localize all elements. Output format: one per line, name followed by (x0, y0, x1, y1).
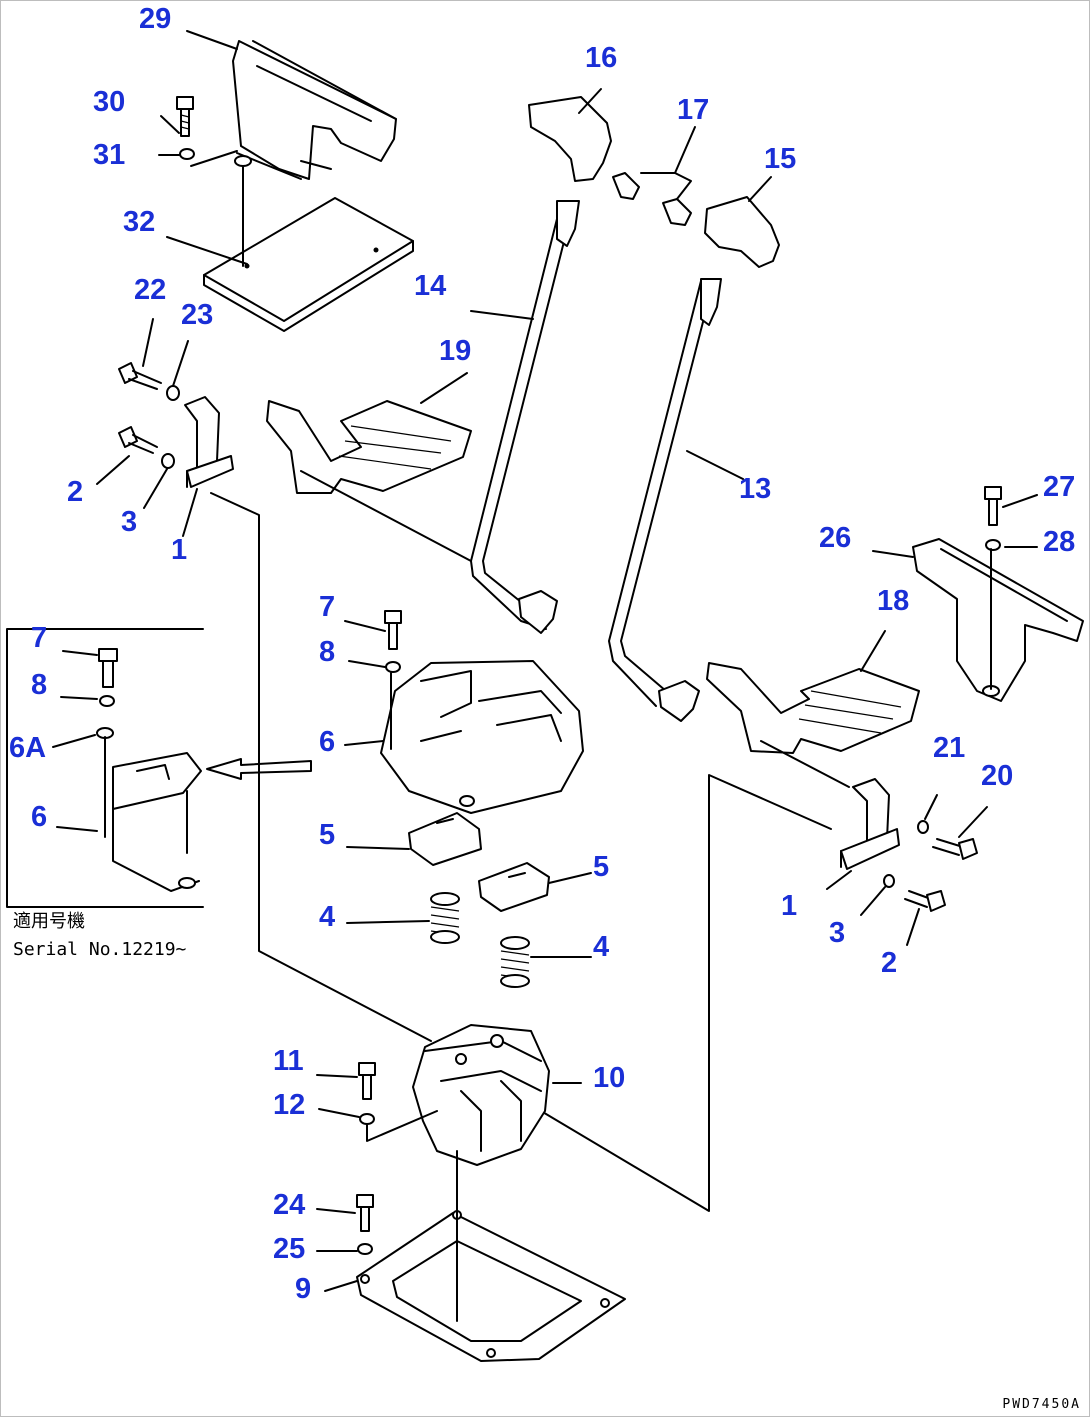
bolts-17 (612, 126, 696, 226)
bolt-22 (118, 362, 162, 390)
callout-18: 18 (877, 585, 910, 617)
callout-32: 32 (123, 206, 156, 238)
callout-4-left: 4 (319, 901, 336, 933)
pilot-valve-10 (412, 1024, 550, 1166)
callout-30: 30 (93, 86, 126, 118)
callout-4-right: 4 (593, 931, 610, 963)
callout-10: 10 (593, 1062, 626, 1094)
callout-8: 8 (319, 636, 336, 668)
knob-16 (528, 88, 612, 182)
callout-13: 13 (739, 473, 772, 505)
pedal-cover-right (912, 538, 1084, 702)
callout-31: 31 (93, 139, 126, 171)
callout-2-left: 2 (67, 476, 84, 508)
pedal-cover-left (232, 40, 397, 180)
inset-callout-6: 6 (31, 801, 48, 833)
pedal-bracket-1-left (184, 396, 234, 488)
bolt-11 (358, 1062, 376, 1100)
callout-9: 9 (295, 1273, 312, 1305)
callout-26: 26 (819, 522, 852, 554)
inset-bolt-7 (98, 648, 118, 688)
callout-7: 7 (319, 591, 336, 623)
callout-12: 12 (273, 1089, 306, 1121)
drawing-code: PWD7450A (1002, 1397, 1081, 1412)
inset-callout-6A: 6A (9, 732, 47, 764)
callout-5-right: 5 (593, 851, 610, 883)
base-plate-9 (356, 1210, 626, 1362)
spring-4-right (500, 936, 530, 988)
bolt-30 (176, 96, 194, 137)
pedal-19 (266, 372, 472, 494)
bolt-20 (932, 838, 978, 860)
callout-24: 24 (273, 1189, 306, 1221)
callout-14: 14 (414, 270, 447, 302)
callout-19: 19 (439, 335, 472, 367)
lever-13 (608, 278, 744, 722)
callout-6: 6 (319, 726, 336, 758)
inset-note-serial-applicability: 適用号機 (13, 911, 85, 932)
pedal-18 (706, 630, 920, 754)
callout-1-right: 1 (781, 890, 798, 922)
callout-29: 29 (139, 3, 172, 35)
lever-14 (470, 200, 580, 634)
callout-1-left: 1 (171, 534, 188, 566)
spring-seat-5-left (408, 812, 482, 866)
pedal-bracket-1-right (840, 778, 900, 870)
callout-25: 25 (273, 1233, 306, 1265)
inset-box (6, 628, 204, 908)
bolt-2-left (118, 426, 158, 454)
callout-5-left: 5 (319, 819, 336, 851)
bolt-7 (384, 610, 402, 650)
bolt-24 (356, 1194, 374, 1232)
inset-callout-7: 7 (31, 622, 48, 654)
callout-23: 23 (181, 299, 214, 331)
callout-11: 11 (273, 1045, 304, 1077)
bolt-2-right (904, 890, 946, 912)
callout-28: 28 (1043, 526, 1076, 558)
callout-20: 20 (981, 760, 1014, 792)
callout-21: 21 (933, 732, 966, 764)
callout-3-left: 3 (121, 506, 138, 538)
callout-22: 22 (134, 274, 167, 306)
callout-15: 15 (764, 143, 797, 175)
knob-15 (704, 176, 780, 268)
bolt-27 (984, 486, 1002, 526)
floor-plate-32 (203, 197, 414, 332)
valve-cover-6 (380, 660, 584, 814)
callout-2-right: 2 (881, 947, 898, 979)
spring-seat-5-right (478, 862, 550, 912)
inset-callout-8: 8 (31, 669, 48, 701)
callout-16: 16 (585, 42, 618, 74)
callout-27: 27 (1043, 471, 1076, 503)
inset-note-serial-number: Serial No.12219~ (13, 939, 187, 960)
spring-4-left (430, 892, 460, 944)
callout-17: 17 (677, 94, 710, 126)
callout-3-right: 3 (829, 917, 846, 949)
